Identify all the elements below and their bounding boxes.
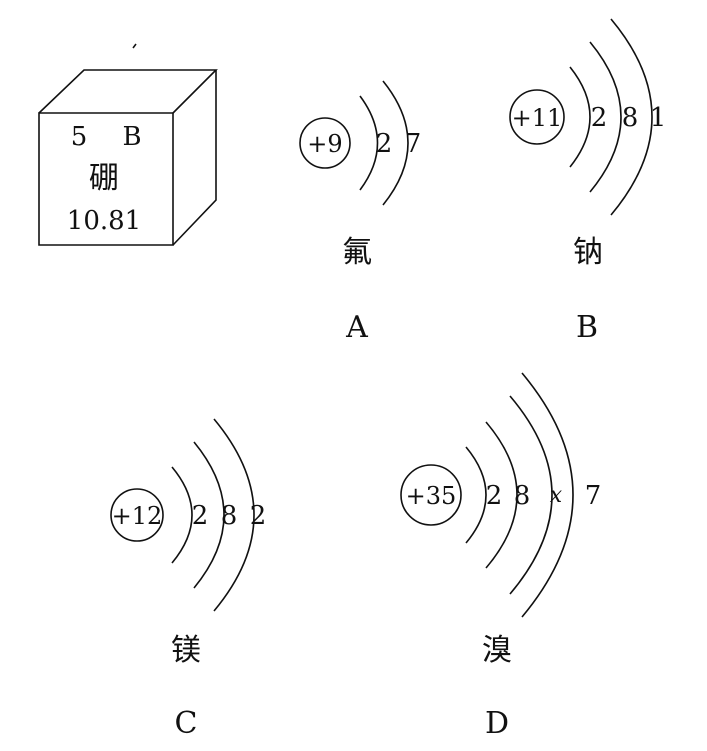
nucleus-charge: +35	[406, 482, 457, 510]
mark	[133, 44, 136, 48]
shell-electrons: 2	[591, 103, 608, 133]
shell-electrons: 8	[514, 481, 531, 511]
atom-name: 镁	[171, 633, 201, 668]
atom-bromine: +35 2 8 x 7 溴 D	[401, 373, 601, 741]
shell-electrons: 8	[622, 103, 639, 133]
atom-name: 钠	[573, 235, 603, 270]
shell-electrons: 7	[405, 129, 422, 159]
atom-sodium: +11 2 8 1 钠 B	[510, 19, 666, 345]
atom-magnesium: +12 2 8 2 镁 C	[111, 419, 266, 741]
element-symbol: B	[122, 122, 141, 152]
shell-electrons: 2	[486, 481, 503, 511]
shell-electrons: 2	[376, 129, 393, 159]
shell-arc	[172, 467, 192, 563]
option-label: A	[345, 310, 368, 345]
element-card: 5 B 硼 10.81	[39, 44, 216, 245]
card-top-face	[39, 70, 216, 113]
atom-fluorine: +9 2 7 氟 A	[300, 81, 421, 345]
card-side-face	[173, 70, 216, 245]
element-name: 硼	[89, 161, 119, 196]
nucleus-charge: +9	[307, 130, 342, 158]
atomic-number: 5	[71, 122, 88, 152]
atom-name: 氟	[342, 235, 372, 270]
shell-electrons-unknown: x	[550, 483, 563, 508]
option-label: B	[576, 310, 598, 345]
nucleus-charge: +11	[512, 104, 563, 132]
shell-electrons: 2	[250, 501, 267, 531]
shell-electrons: 8	[221, 501, 238, 531]
shell-electrons: 2	[192, 501, 209, 531]
option-label: C	[175, 706, 198, 741]
option-label: D	[485, 706, 509, 741]
shell-arc	[466, 447, 486, 543]
shell-arc	[570, 67, 590, 167]
shell-electrons: 1	[650, 103, 667, 133]
shell-electrons: 7	[585, 481, 602, 511]
atom-name: 溴	[482, 633, 512, 668]
atomic-mass: 10.81	[67, 206, 141, 236]
nucleus-charge: +12	[112, 502, 163, 530]
